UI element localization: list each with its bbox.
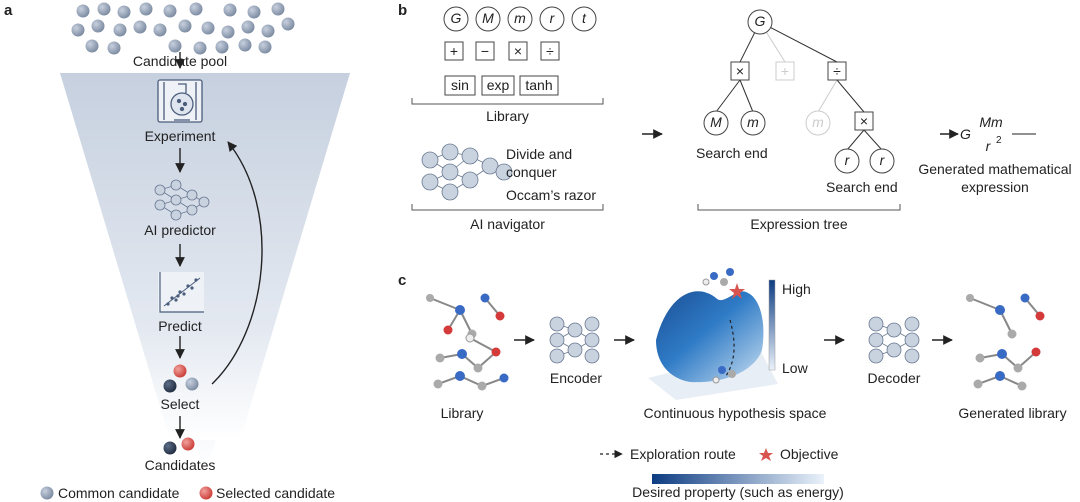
experiment-label: Experiment: [144, 128, 216, 144]
tree-op-divide: ÷: [833, 63, 841, 79]
tree-op-times-right: ×: [859, 113, 869, 129]
predict-icon: [158, 272, 204, 313]
property-bar-label: Desired property (such as energy): [632, 484, 844, 500]
navigator-line-3: Occam’s razor: [506, 187, 596, 203]
decoder-icon: [868, 316, 920, 364]
ai-predictor-icon: [154, 179, 210, 221]
function-tanh: tanh: [525, 77, 553, 93]
objective-star: [729, 283, 745, 299]
tree-leaf-m-faded: m: [812, 114, 824, 130]
legend-objective-label: Objective: [780, 446, 839, 462]
panel-c-graphic: [426, 268, 1045, 484]
search-end-right-label: Search end: [826, 179, 898, 195]
feedback-loop-arrow: [211, 141, 263, 385]
operator-plus: +: [449, 43, 459, 59]
tree-root-G: G: [754, 13, 766, 29]
symbol-M: M: [482, 10, 494, 26]
generated-expression-label-1: Generated mathematical: [918, 161, 1072, 177]
ai-predictor-label: AI predictor: [144, 222, 216, 238]
function-exp: exp: [486, 77, 510, 93]
panel-b-letter: b: [398, 2, 408, 19]
colorbar-low-label: Low: [782, 360, 808, 376]
experiment-icon: [157, 79, 203, 123]
expression-denominator: r: [985, 138, 991, 154]
panel-a-graphic: [40, 2, 350, 500]
colorbar-high-label: High: [782, 281, 811, 297]
operator-minus: −: [480, 43, 490, 59]
candidates-label: Candidates: [144, 457, 216, 473]
decoder-label: Decoder: [867, 370, 921, 386]
navigator-line-2: conquer: [506, 164, 557, 180]
property-colorbar: [652, 474, 824, 484]
tree-op-plus-faded: +: [780, 63, 790, 79]
search-end-left-label: Search end: [696, 145, 768, 161]
function-sin: sin: [451, 77, 469, 93]
candidate-pool-balls: [71, 2, 295, 55]
legend-star: [759, 448, 773, 461]
ai-navigator-label: AI navigator: [470, 216, 545, 232]
legend-route-label: Exploration route: [630, 446, 736, 462]
panel-b-graphic: [411, 6, 1036, 211]
symbol-r: r: [549, 10, 555, 26]
operator-times: ×: [513, 43, 523, 59]
candidates-balls: [163, 437, 195, 455]
select-balls: [163, 364, 199, 393]
encoder-label: Encoder: [549, 370, 603, 386]
molecule-library-atoms: [426, 293, 509, 391]
tree-leaf-r-1: r: [844, 152, 850, 168]
generated-expression-label-2: expression: [961, 179, 1029, 195]
c-library-label: Library: [440, 405, 484, 421]
symbol-t: t: [582, 10, 586, 26]
operator-divide: ÷: [546, 43, 554, 59]
exploration-route: [725, 319, 735, 377]
panel-c-letter: c: [398, 272, 407, 289]
predict-label: Predict: [158, 318, 202, 334]
expression-prefix: G: [960, 126, 971, 142]
molecule-library: [429, 297, 505, 387]
tree-leaf-M: M: [710, 114, 722, 130]
panel-a-letter: a: [4, 2, 13, 19]
legend-common-ball: [40, 486, 54, 500]
select-label: Select: [160, 396, 200, 412]
hypothesis-space-label: Continuous hypothesis space: [643, 405, 827, 421]
symbol-m: m: [514, 10, 526, 26]
expression-exponent: 2: [996, 135, 1002, 146]
candidate-pool-label: Candidate pool: [132, 53, 228, 69]
navigator-line-1: Divide and: [506, 146, 573, 162]
symbol-G: G: [450, 10, 462, 26]
colorbar: [768, 279, 776, 371]
hypothesis-surface: [656, 291, 764, 383]
legend-selected-label: Selected candidate: [216, 485, 336, 501]
expression-tree-label: Expression tree: [750, 216, 848, 232]
expression-numerator: Mm: [979, 114, 1003, 130]
tree-leaf-r-2: r: [879, 152, 885, 168]
legend-selected-ball: [199, 486, 213, 500]
encoder-icon: [549, 316, 600, 364]
legend-common-label: Common candidate: [58, 485, 180, 501]
tree-op-times-left: ×: [735, 63, 745, 79]
ai-navigator-icon: [421, 143, 513, 201]
tree-leaf-m: m: [747, 114, 759, 130]
library-label: Library: [486, 108, 529, 124]
generated-library-label: Generated library: [958, 405, 1067, 421]
